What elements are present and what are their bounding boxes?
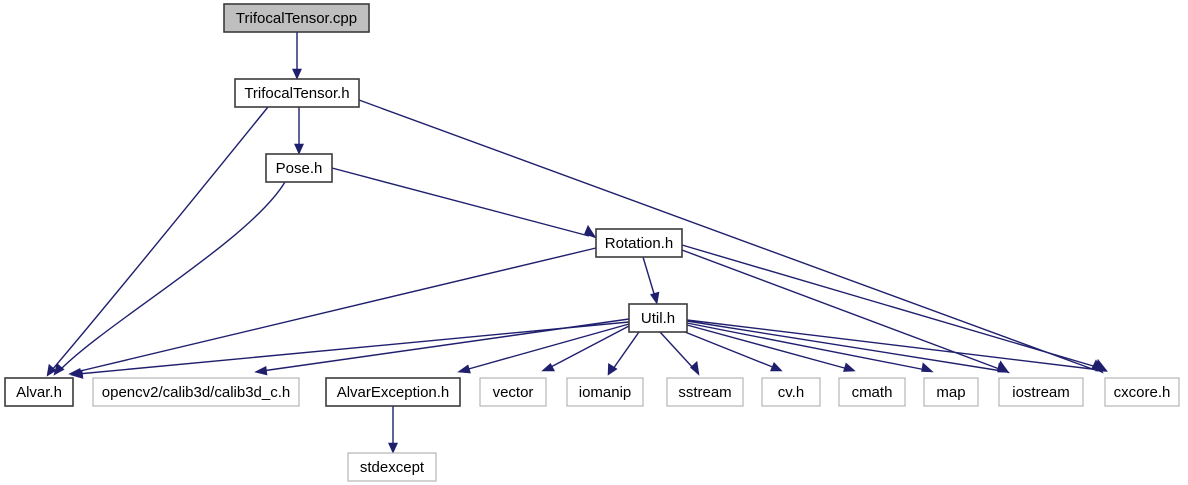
node-stdexcept[interactable]: stdexcept [347,452,437,482]
node-box[interactable] [234,78,360,108]
edge-rotation_h-to-util_h [642,256,660,305]
edge-rotation_h-to-cxcore_h [681,244,1108,372]
edge-rotation_h-to-alvar_h [68,247,597,378]
node-alvarexception_h[interactable]: AlvarException.h [325,377,461,407]
edge-util_h-to-iostream [686,320,1010,373]
node-trifocaltensor_cpp[interactable]: TrifocalTensor.cpp [223,3,370,33]
node-box[interactable] [4,377,74,407]
arrowhead-icon [607,362,618,376]
arrowhead-icon [457,364,471,374]
edge-alvarexception_h-to-stdexcept [388,406,398,454]
edge-util_h-to-alvar_h [70,321,630,379]
arrowhead-icon [997,362,1010,373]
edge-line [358,99,1096,371]
edge-util_h-to-map [686,322,934,373]
edge-util_h-to-cmath [686,324,856,372]
edge-line [77,321,630,375]
edge-line [686,320,1003,372]
edge-line [686,319,1101,371]
edge-util_h-to-opencv2_calib3d [254,318,630,376]
node-box[interactable] [566,377,644,407]
node-box[interactable] [838,377,906,407]
edge-trifocaltensor_h-to-pose_h [294,107,304,155]
edge-line [674,327,776,369]
node-box[interactable] [998,377,1084,407]
edge-line [681,244,1101,369]
node-cmath[interactable]: cmath [838,377,906,407]
edge-line [464,323,630,371]
edge-line [548,325,630,369]
nodes-layer: TrifocalTensor.cppTrifocalTensor.hPose.h… [4,3,1180,482]
arrowhead-icon [843,362,856,372]
edge-pose_h-to-rotation_h [331,167,597,239]
node-iostream[interactable]: iostream [998,377,1084,407]
node-box[interactable] [92,377,300,407]
node-map[interactable]: map [923,377,979,407]
node-pose_h[interactable]: Pose.h [265,153,333,183]
arrowhead-icon [1095,361,1108,372]
node-vector[interactable]: vector [479,377,547,407]
node-sstream[interactable]: sstream [666,377,744,407]
arrowhead-icon [46,363,57,377]
edge-util_h-to-cv_h [674,327,783,372]
arrowhead-icon [292,68,302,80]
node-box[interactable] [265,153,333,183]
edge-util_h-to-alvarexception_h [457,323,630,374]
edge-line [686,322,927,371]
edge-pose_h-to-alvar_h [53,181,286,376]
arrowhead-icon [584,224,597,239]
edge-util_h-to-vector [541,325,630,372]
node-trifocaltensor_h[interactable]: TrifocalTensor.h [234,78,360,108]
arrowhead-icon [70,369,84,379]
edge-line [681,249,1003,371]
node-box[interactable] [666,377,744,407]
node-box[interactable] [923,377,979,407]
edge-line [59,181,286,371]
node-box[interactable] [595,228,683,258]
node-box[interactable] [628,303,688,333]
node-cv_h[interactable]: cv.h [761,377,821,407]
arrowhead-icon [921,362,934,373]
node-util_h[interactable]: Util.h [628,303,688,333]
edge-line [642,256,656,298]
arrowhead-icon [294,143,304,155]
arrowhead-icon [254,366,268,376]
node-cxcore_h[interactable]: cxcore.h [1104,377,1180,407]
edge-line [261,318,630,372]
edge-line [331,167,590,237]
arrowhead-icon [690,360,700,376]
arrowhead-icon [650,291,660,305]
node-box[interactable] [223,3,370,33]
arrowhead-icon [770,361,783,372]
edge-util_h-to-cxcore_h [686,319,1108,372]
edge-trifocaltensor_h-to-alvar_h [46,106,269,377]
edge-line [612,331,640,370]
arrowhead-icon [53,362,65,376]
node-box[interactable] [761,377,821,407]
edges-layer [46,32,1108,454]
arrowhead-icon [541,363,555,372]
node-alvar_h[interactable]: Alvar.h [4,377,74,407]
node-box[interactable] [347,452,437,482]
edge-line [75,247,597,373]
node-iomanip[interactable]: iomanip [566,377,644,407]
node-opencv2_calib3d[interactable]: opencv2/calib3d/calib3d_c.h [92,377,300,407]
edge-line [659,331,695,370]
edge-line [51,106,269,371]
edge-trifocaltensor_cpp-to-trifocaltensor_h [292,32,302,80]
edge-line [686,324,849,370]
edge-util_h-to-sstream [659,331,700,376]
edge-util_h-to-iomanip [607,331,640,376]
node-rotation_h[interactable]: Rotation.h [595,228,683,258]
node-box[interactable] [325,377,461,407]
node-box[interactable] [1104,377,1180,407]
node-box[interactable] [479,377,547,407]
arrowhead-icon [388,442,398,454]
